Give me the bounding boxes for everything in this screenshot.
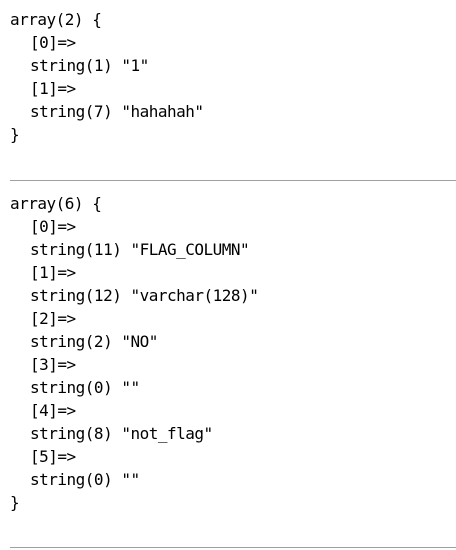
array-header: array(6) { (10, 194, 102, 213)
array-key: [4]=> (30, 401, 76, 420)
array-key: [3]=> (30, 355, 76, 374)
horizontal-rule (10, 180, 456, 181)
array-closing-brace: } (10, 493, 20, 512)
var-dump-output-1: array(2) { [0]=> string(1) "1" [1]=> string(… (10, 8, 204, 146)
array-header: array(2) { (10, 10, 102, 29)
array-value: string(0) "" (30, 378, 140, 397)
array-value: string(12) "varchar(128)" (30, 286, 259, 305)
array-key: [0]=> (30, 33, 76, 52)
array-key: [0]=> (30, 217, 76, 236)
array-key: [5]=> (30, 447, 76, 466)
array-value: string(7) "hahahah" (30, 102, 204, 121)
array-value: string(0) "" (30, 470, 140, 489)
horizontal-rule (10, 547, 456, 548)
var-dump-output-2: array(6) { [0]=> string(11) "FLAG_COLUMN" [… (10, 192, 259, 514)
array-value: string(8) "not_flag" (30, 424, 213, 443)
array-key: [1]=> (30, 263, 76, 282)
array-closing-brace: } (10, 125, 20, 144)
array-key: [2]=> (30, 309, 76, 328)
array-value: string(1) "1" (30, 56, 149, 75)
array-key: [1]=> (30, 79, 76, 98)
array-value: string(11) "FLAG_COLUMN" (30, 240, 250, 259)
array-value: string(2) "NO" (30, 332, 158, 351)
